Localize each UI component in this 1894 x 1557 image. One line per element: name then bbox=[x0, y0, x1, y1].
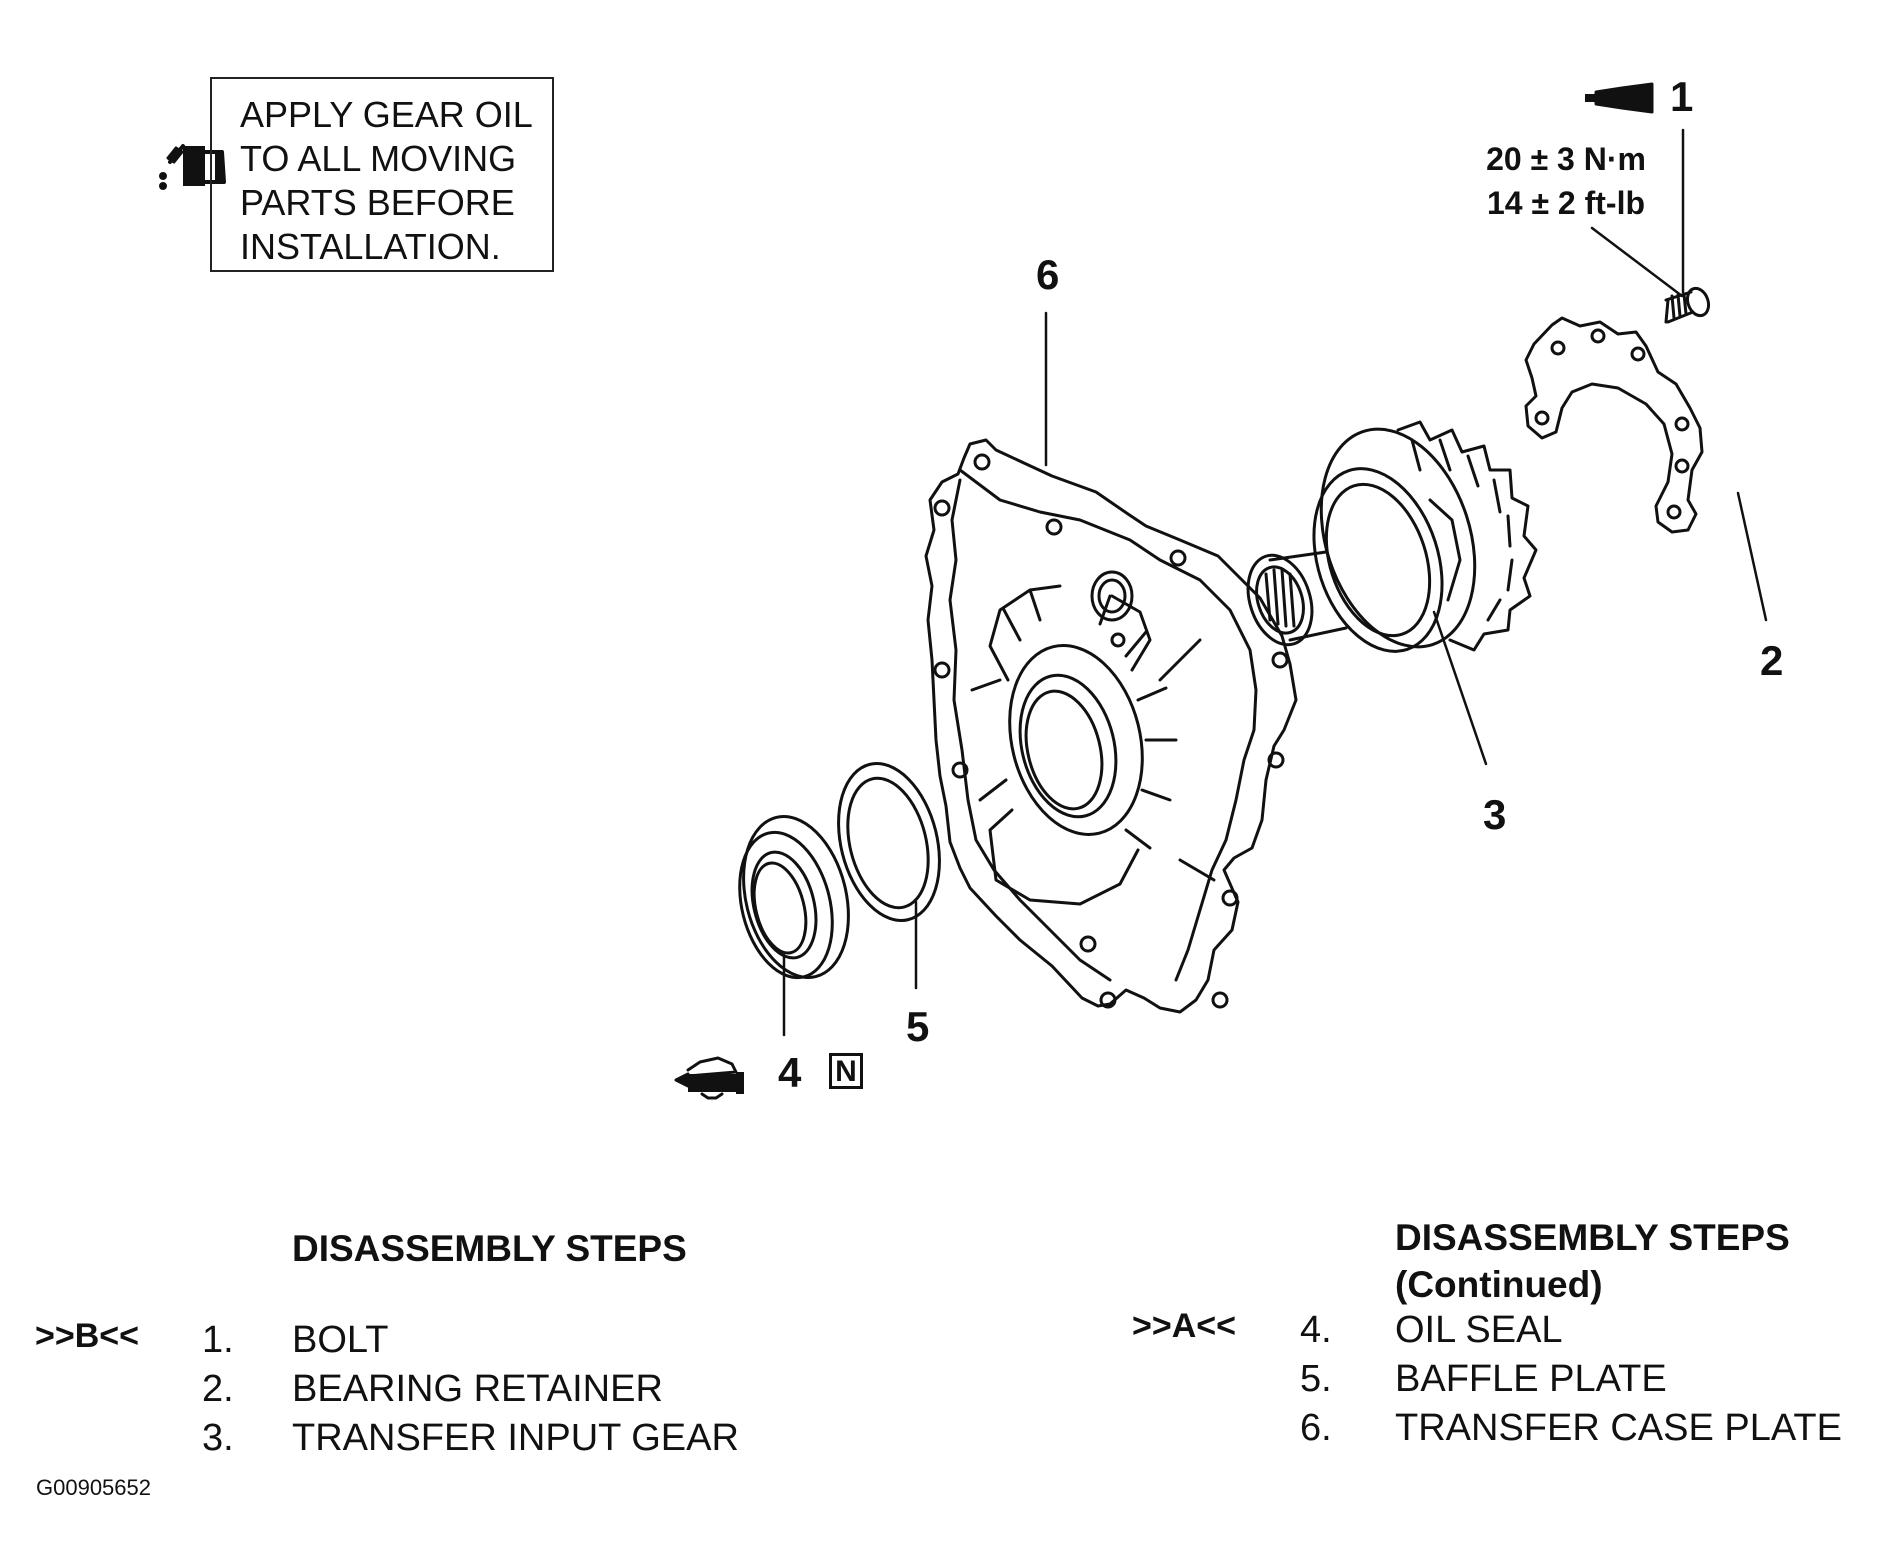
baffle-plate-part bbox=[837, 762, 941, 922]
callout-1: 1 bbox=[1670, 73, 1694, 120]
grease-gun-icon bbox=[674, 1056, 744, 1100]
torque-imperial: 14 ± 2 ft-lb bbox=[1486, 185, 1646, 221]
callout-6: 6 bbox=[1036, 251, 1060, 298]
bearing-retainer-part bbox=[1524, 316, 1704, 534]
step-1-name: BOLT bbox=[292, 1319, 389, 1361]
bolt-part bbox=[1664, 286, 1711, 324]
new-part-badge: N bbox=[829, 1053, 863, 1089]
note-line-2: TO ALL MOVING bbox=[240, 138, 517, 179]
step-4-name: OIL SEAL bbox=[1395, 1309, 1563, 1351]
callout-5: 5 bbox=[906, 1003, 930, 1050]
transfer-case-plate-part bbox=[924, 438, 1298, 1014]
callout-4: 4 bbox=[778, 1049, 802, 1096]
step-4-number: 4. bbox=[1300, 1309, 1332, 1351]
callout-2: 2 bbox=[1760, 637, 1784, 684]
step-5-name: BAFFLE PLATE bbox=[1395, 1358, 1667, 1400]
step-5-number: 5. bbox=[1300, 1358, 1332, 1400]
note-line-3: PARTS BEFORE bbox=[240, 182, 515, 223]
gear-oil-note: APPLY GEAR OIL TO ALL MOVING PARTS BEFOR… bbox=[210, 77, 554, 272]
note-line-1: APPLY GEAR OIL bbox=[240, 94, 533, 135]
sealant-tube-icon bbox=[1585, 82, 1654, 114]
step-1-number: 1. bbox=[202, 1319, 234, 1361]
torque-metric: 20 ± 3 N·m bbox=[1486, 141, 1646, 177]
oil-seal-part bbox=[738, 815, 850, 980]
transfer-input-gear-part bbox=[1246, 420, 1538, 653]
oil-can-icon bbox=[159, 144, 226, 190]
step-6-number: 6. bbox=[1300, 1407, 1332, 1449]
steps-right-title: DISASSEMBLY STEPS bbox=[1395, 1217, 1790, 1258]
step-marker-a: >>A<< bbox=[1132, 1307, 1236, 1345]
steps-right-subtitle: (Continued) bbox=[1395, 1264, 1603, 1305]
step-2-number: 2. bbox=[202, 1368, 234, 1410]
figure-id: G00905652 bbox=[36, 1475, 151, 1500]
step-6-name: TRANSFER CASE PLATE bbox=[1395, 1407, 1842, 1449]
note-line-4: INSTALLATION. bbox=[240, 226, 501, 267]
callout-3: 3 bbox=[1483, 791, 1507, 838]
step-2-name: BEARING RETAINER bbox=[292, 1368, 663, 1410]
steps-left-title: DISASSEMBLY STEPS bbox=[292, 1228, 687, 1269]
step-3-name: TRANSFER INPUT GEAR bbox=[292, 1417, 739, 1459]
step-3-number: 3. bbox=[202, 1417, 234, 1459]
step-marker-b: >>B<< bbox=[35, 1317, 139, 1355]
